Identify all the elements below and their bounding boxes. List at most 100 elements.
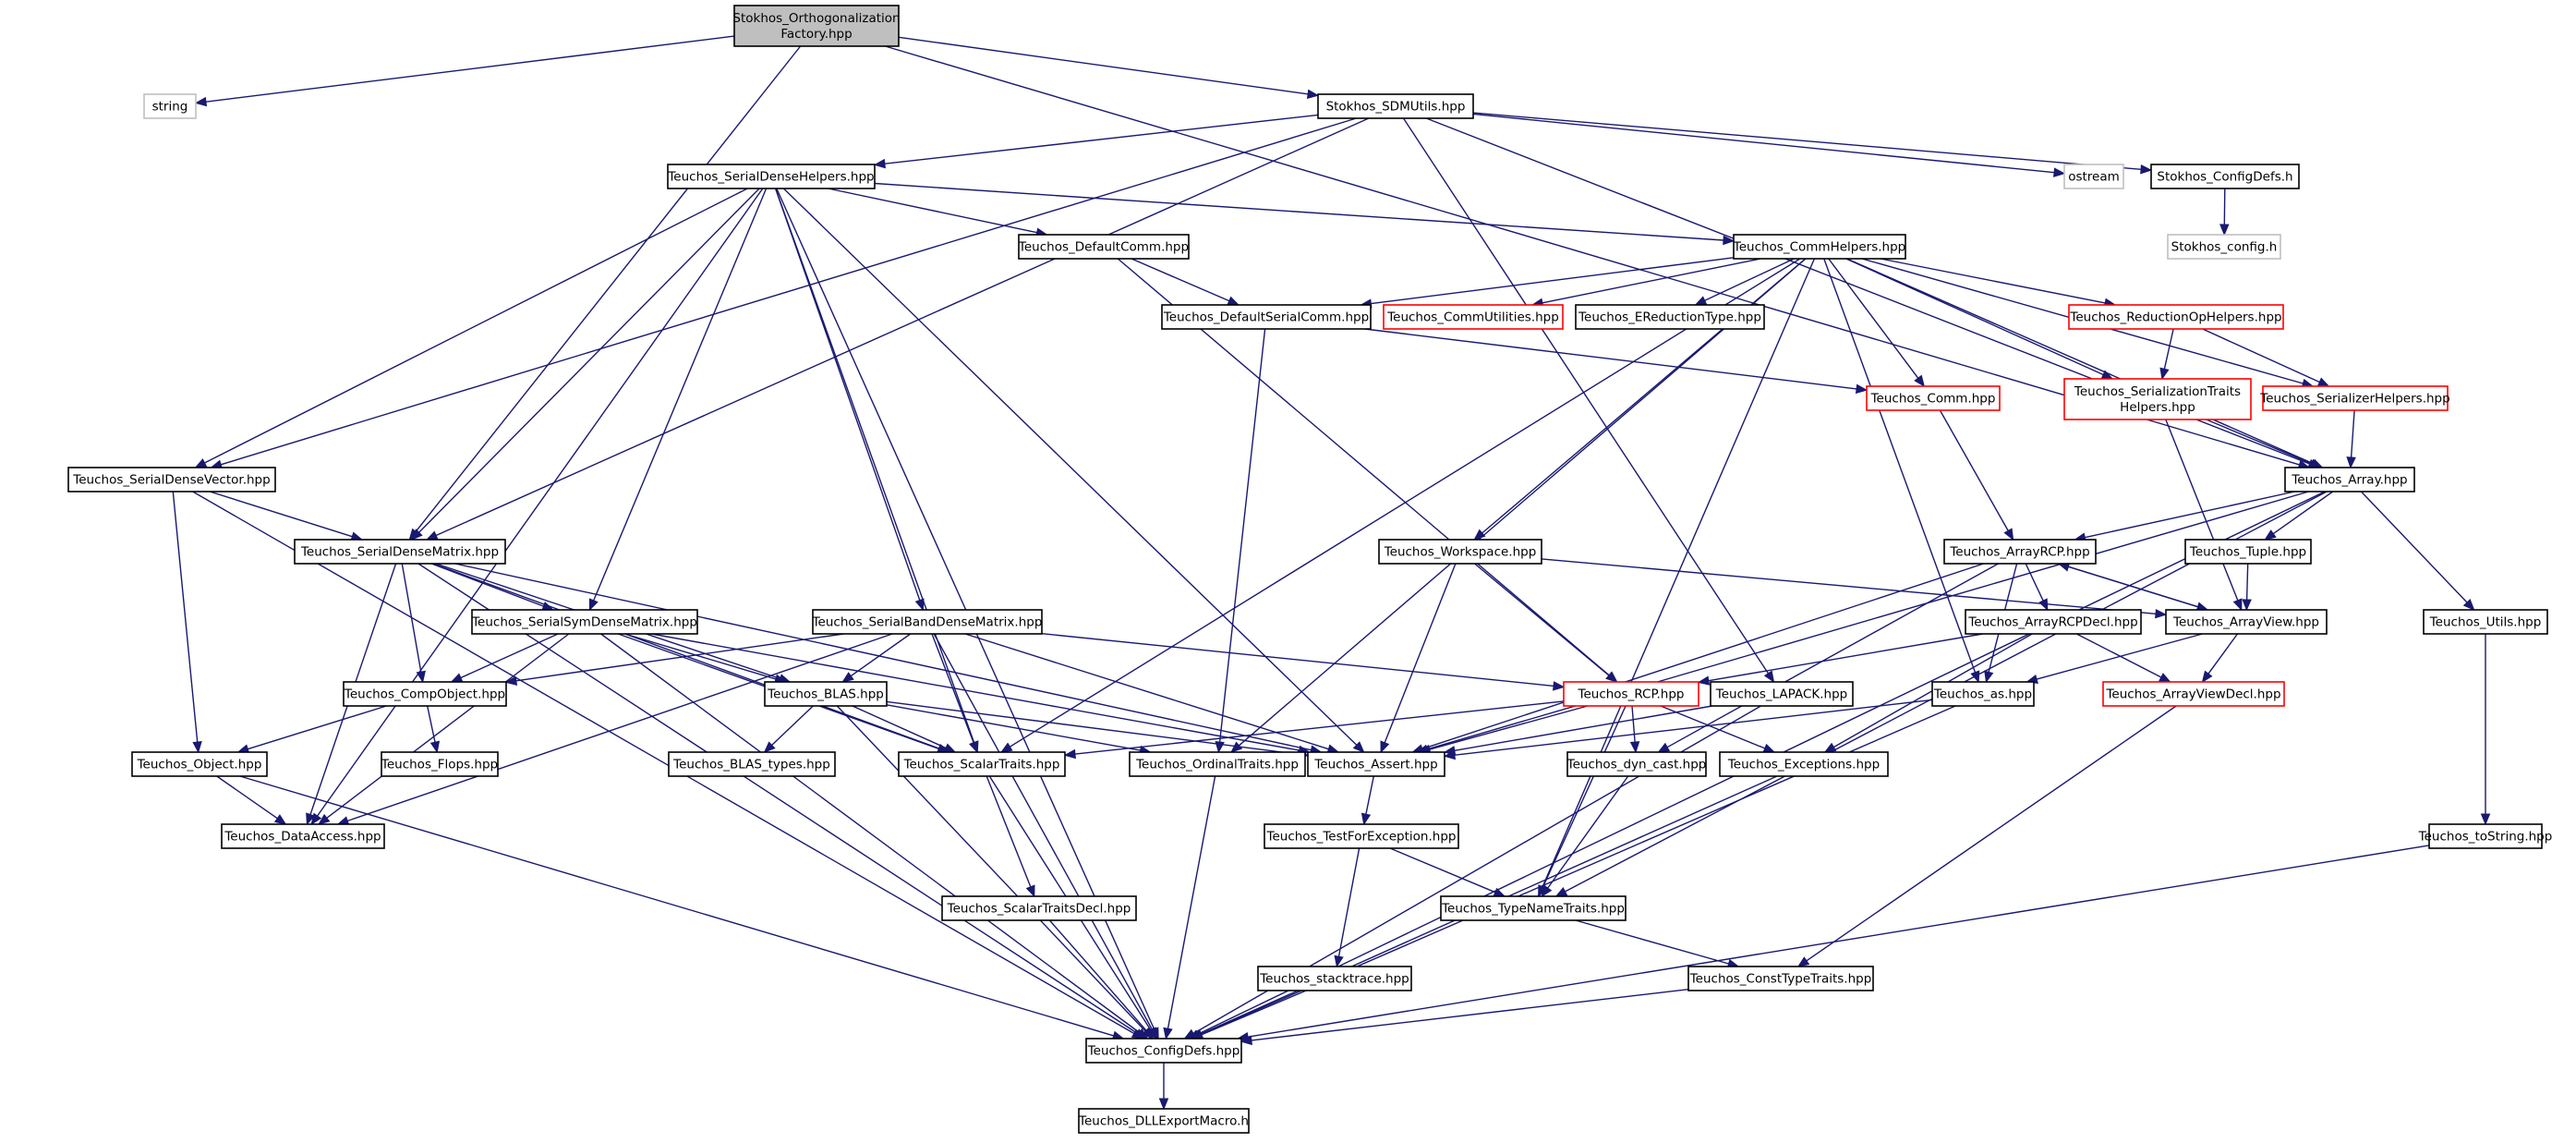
node-teuchos-blas-types-hpp[interactable]: Teuchos_BLAS_types.hpp xyxy=(668,751,836,777)
node-teuchos-utils-hpp[interactable]: Teuchos_Utils.hpp xyxy=(2423,609,2548,635)
edge-symdense-to-blas xyxy=(624,633,787,684)
node-ostream[interactable]: ostream xyxy=(2063,164,2124,189)
edge-arrowhead xyxy=(914,598,925,612)
node-teuchos-flops-hpp[interactable]: Teuchos_Flops.hpp xyxy=(381,751,499,777)
edge-line xyxy=(884,114,1319,164)
node-teuchos-dllexportmacro-h[interactable]: Teuchos_DLLExportMacro.h xyxy=(1078,1108,1250,1134)
node-teuchos-dataaccess-hpp[interactable]: Teuchos_DataAccess.hpp xyxy=(221,823,385,849)
edge-arrowhead xyxy=(1230,741,1243,753)
edge-array-to-tuple xyxy=(2264,491,2334,541)
edge-line xyxy=(1429,705,1588,750)
edge-arrowhead xyxy=(1380,740,1390,754)
node-teuchos-defaultcomm-hpp[interactable]: Teuchos_DefaultComm.hpp xyxy=(1018,234,1190,260)
node-teuchos-arrayrcpdecl-hpp[interactable]: Teuchos_ArrayRCPDecl.hpp xyxy=(1965,609,2142,635)
edge-sdmutils-to-sdvector xyxy=(210,117,1357,469)
edge-line xyxy=(1845,258,2104,376)
node-teuchos-serialdensevector-hpp[interactable]: Teuchos_SerialDenseVector.hpp xyxy=(67,467,276,492)
node-box xyxy=(1383,304,1564,330)
node-box xyxy=(1719,751,1889,777)
edge-line xyxy=(2085,491,2295,539)
node-teuchos-tuple-hpp[interactable]: Teuchos_Tuple.hpp xyxy=(2184,539,2312,565)
edge-sdhelpers-to-dataaccess xyxy=(310,188,764,826)
node-stokhos-configdefs-h[interactable]: Stokhos_ConfigDefs.h xyxy=(2150,164,2300,189)
node-label: Teuchos_SerialBandDenseMatrix.hpp xyxy=(812,615,1043,630)
node-label: Teuchos_stacktrace.hpp xyxy=(1259,972,1409,987)
node-teuchos-dyn-cast-hpp[interactable]: Teuchos_dyn_cast.hpp xyxy=(1566,751,1707,777)
edge-line xyxy=(1846,258,2314,465)
edge-typenametraits-to-consttypetraits xyxy=(1575,919,1740,968)
edge-arrayview-to-as xyxy=(2026,633,2203,684)
edge-blas-to-scalartraits xyxy=(852,705,957,753)
node-teuchos-defaultserialcomm-hpp[interactable]: Teuchos_DefaultSerialComm.hpp xyxy=(1161,304,1372,330)
edge-arrowhead xyxy=(450,673,464,683)
node-box xyxy=(1575,304,1765,330)
node-string[interactable]: string xyxy=(143,93,197,119)
node-teuchos-serialbanddensematrix-hpp[interactable]: Teuchos_SerialBandDenseMatrix.hpp xyxy=(812,609,1043,635)
edge-reductionop-to-serhelpers xyxy=(2202,328,2330,387)
edge-sdhelpers-to-scalartraits xyxy=(775,188,979,754)
edge-arrowhead xyxy=(1473,529,1486,541)
node-teuchos-array-hpp[interactable]: Teuchos_Array.hpp xyxy=(2284,467,2415,492)
node-box xyxy=(1018,234,1190,260)
edge-line xyxy=(850,633,912,677)
node-teuchos-scalartraits-hpp[interactable]: Teuchos_ScalarTraits.hpp xyxy=(898,751,1066,777)
node-teuchos-comm-hpp[interactable]: Teuchos_Comm.hpp xyxy=(1866,385,2001,411)
node-teuchos-tostring-hpp[interactable]: Teuchos_toString.hpp xyxy=(2418,823,2553,849)
node-label: Teuchos_BLAS.hpp xyxy=(767,687,884,702)
node-teuchos-serialdensehelpers-hpp[interactable]: Teuchos_SerialDenseHelpers.hpp xyxy=(667,164,876,189)
node-teuchos-serializerhelpers-hpp[interactable]: Teuchos_SerializerHelpers.hpp xyxy=(2259,385,2450,411)
node-teuchos-testforexception-hpp[interactable]: Teuchos_TestForException.hpp xyxy=(1264,823,1459,849)
edge-comm-to-arrayrcp xyxy=(1939,409,2014,541)
edge-symdense-to-dataaccess xyxy=(318,633,570,825)
edge-line xyxy=(1364,328,1857,390)
node-box xyxy=(667,164,876,189)
node-teuchos-workspace-hpp[interactable]: Teuchos_Workspace.hpp xyxy=(1378,539,1542,565)
node-label: Teuchos_DLLExportMacro.h xyxy=(1078,1114,1249,1129)
node-teuchos-arrayview-hpp[interactable]: Teuchos_ArrayView.hpp xyxy=(2165,609,2328,635)
node-teuchos-assert-hpp[interactable]: Teuchos_Assert.hpp xyxy=(1307,751,1445,777)
node-teuchos-scalartraitsdecl-hpp[interactable]: Teuchos_ScalarTraitsDecl.hpp xyxy=(941,895,1137,921)
node-label: Teuchos_ArrayViewDecl.hpp xyxy=(2105,687,2280,702)
edge-line xyxy=(1828,258,1919,379)
node-stokhos-config-h[interactable]: Stokhos_config.h xyxy=(2167,234,2281,260)
node-teuchos-configdefs-hpp[interactable]: Teuchos_ConfigDefs.hpp xyxy=(1085,1038,1242,1064)
node-teuchos-reductionophelpers-hpp[interactable]: Teuchos_ReductionOpHelpers.hpp xyxy=(2068,304,2284,330)
edge-sdmatrix-to-symdense xyxy=(430,563,555,611)
node-teuchos-commutilities-hpp[interactable]: Teuchos_CommUtilities.hpp xyxy=(1383,304,1564,330)
node-teuchos-as-hpp[interactable]: Teuchos_as.hpp xyxy=(1931,681,2035,707)
node-teuchos-ereductiontype-hpp[interactable]: Teuchos_EReductionType.hpp xyxy=(1575,304,1765,330)
node-teuchos-typenametraits-hpp[interactable]: Teuchos_TypeNameTraits.hpp xyxy=(1440,895,1627,921)
node-label: Teuchos_Comm.hpp xyxy=(1870,392,1996,407)
edge-arrowhead xyxy=(1541,884,1553,898)
node-box xyxy=(1943,539,2097,565)
node-label: Teuchos_as.hpp xyxy=(1933,687,2032,702)
edge-commhelpers-to-commutil xyxy=(1530,258,1761,308)
edge-testforex-to-typenametraits xyxy=(1389,847,1506,897)
edge-line xyxy=(1704,258,1795,301)
node-teuchos-ordinaltraits-hpp[interactable]: Teuchos_OrdinalTraits.hpp xyxy=(1129,751,1306,777)
edge-configdefs-to-dllexport xyxy=(1158,1063,1169,1111)
edge-arrayviewdecl-to-consttypetraits xyxy=(1796,705,2177,967)
edge-line xyxy=(931,633,974,743)
node-teuchos-lapack-hpp[interactable]: Teuchos_LAPACK.hpp xyxy=(1710,681,1854,707)
node-teuchos-arrayviewdecl-hpp[interactable]: Teuchos_ArrayViewDecl.hpp xyxy=(2102,681,2285,707)
node-label: Stokhos_Orthogonalization xyxy=(732,11,900,26)
node-stokhos-sdmutils-hpp[interactable]: Stokhos_SDMUtils.hpp xyxy=(1317,93,1474,119)
node-box xyxy=(2150,164,2300,189)
edge-line xyxy=(1806,705,2177,962)
node-teuchos-serialsymdensematrix-hpp[interactable]: Teuchos_SerialSymDenseMatrix.hpp xyxy=(471,609,698,635)
node-teuchos-commhelpers-hpp[interactable]: Teuchos_CommHelpers.hpp xyxy=(1733,234,1906,260)
node-teuchos-rcp-hpp[interactable]: Teuchos_RCP.hpp xyxy=(1563,681,1699,707)
node-teuchos-compobject-hpp[interactable]: Teuchos_CompObject.hpp xyxy=(343,681,507,707)
node-teuchos-exceptions-hpp[interactable]: Teuchos_Exceptions.hpp xyxy=(1719,751,1889,777)
edge-line xyxy=(2036,633,2203,680)
node-teuchos-consttypetraits-hpp[interactable]: Teuchos_ConstTypeTraits.hpp xyxy=(1687,966,1874,991)
node-teuchos-stacktrace-hpp[interactable]: Teuchos_stacktrace.hpp xyxy=(1257,966,1412,991)
node-teuchos-serialdensematrix-hpp[interactable]: Teuchos_SerialDenseMatrix.hpp xyxy=(294,539,506,565)
node-teuchos-blas-hpp[interactable]: Teuchos_BLAS.hpp xyxy=(764,681,888,707)
node-label: Teuchos_BLAS_types.hpp xyxy=(672,758,830,772)
node-teuchos-object-hpp[interactable]: Teuchos_Object.hpp xyxy=(131,751,268,777)
node-teuchos-arrayrcp-hpp[interactable]: Teuchos_ArrayRCP.hpp xyxy=(1943,539,2097,565)
